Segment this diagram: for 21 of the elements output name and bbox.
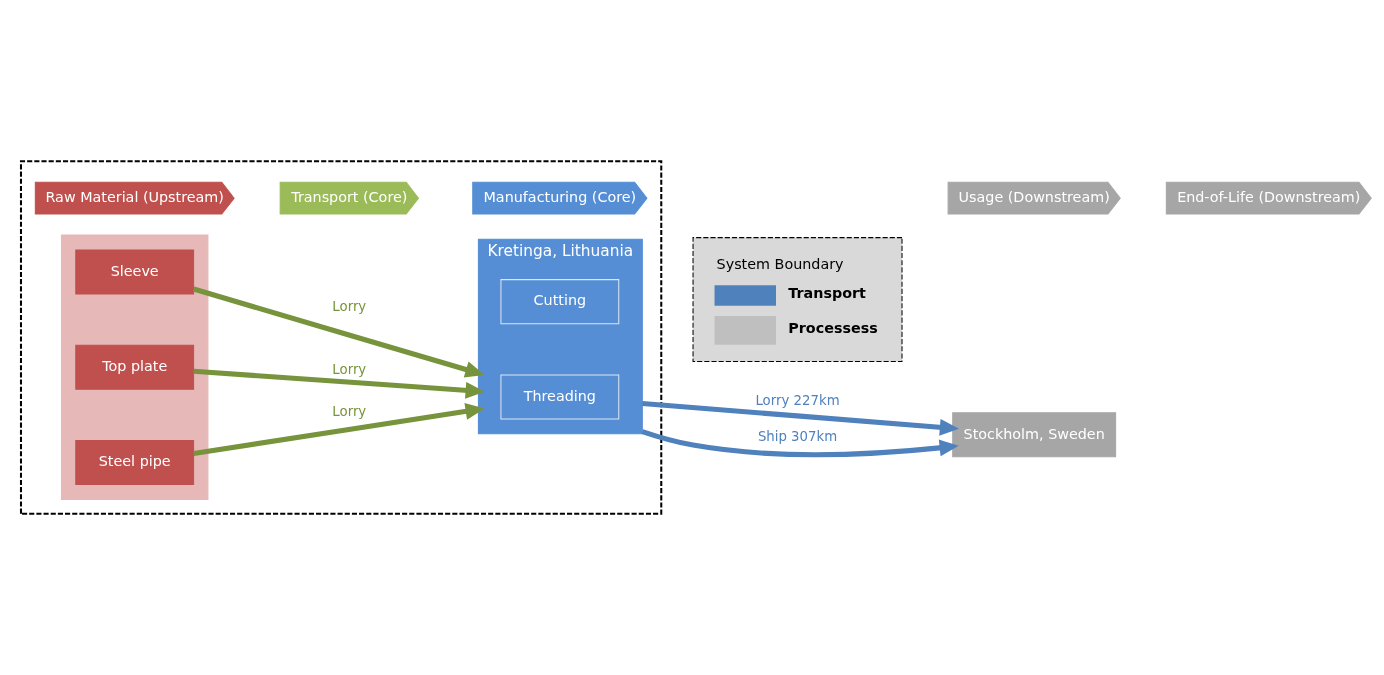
node-box: Stockholm, Sweden (952, 412, 1117, 458)
node-box: Threading (500, 374, 620, 420)
arrow (193, 368, 485, 399)
edge-label: Lorry (332, 403, 367, 419)
node-box: Steel pipe (75, 439, 195, 485)
cluster (19, 160, 663, 515)
legend-label: Transport (788, 285, 866, 302)
legend-label: System Boundary (716, 256, 844, 273)
edge-label: Lorry (332, 299, 367, 315)
arrow (193, 403, 485, 457)
arrow (642, 400, 959, 436)
arrow (641, 429, 959, 458)
node-box: Sleeve (75, 249, 195, 295)
arrow (192, 286, 485, 378)
edge-label: Ship 307km (757, 429, 838, 445)
legend-label: Processess (788, 320, 878, 337)
edge-label: Lorry 227km (755, 392, 840, 408)
edge-label: Lorry (332, 361, 367, 377)
node-box: Cutting (500, 279, 620, 325)
cluster (60, 234, 209, 500)
node-box: Top plate (75, 344, 195, 390)
